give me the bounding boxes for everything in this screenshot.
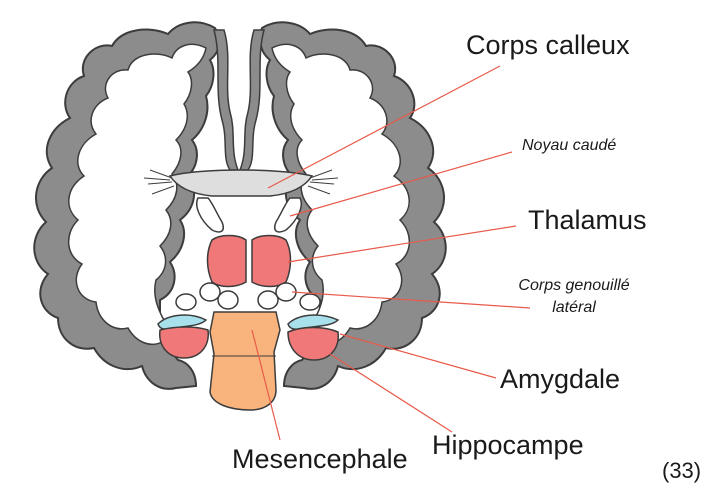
label-amygdale: Amygdale — [500, 366, 620, 393]
label-hippocampe: Hippocampe — [432, 432, 584, 459]
label-corps-genouille: Corps genouillé latéral — [510, 278, 638, 316]
label-noyau-caude: Noyau caudé — [522, 138, 616, 154]
right-medial-cortex — [240, 30, 264, 170]
mesencephale-shape — [210, 312, 280, 410]
leader-hippocampe — [330, 354, 452, 432]
right-thalamus — [252, 236, 291, 287]
left-thalamus — [208, 236, 247, 287]
figure-number: (33) — [662, 460, 701, 482]
label-thalamus: Thalamus — [528, 207, 647, 234]
label-corps-genouille-line1: Corps genouillé — [510, 278, 638, 294]
label-corps-calleux: Corps calleux — [466, 32, 630, 59]
left-caudate-nucleus — [197, 198, 224, 232]
label-corps-genouille-line2: latéral — [510, 300, 638, 316]
left-medial-cortex — [214, 30, 238, 170]
lateral-geniculate-bodies — [176, 283, 320, 310]
label-mesencephale: Mesencephale — [232, 446, 408, 473]
